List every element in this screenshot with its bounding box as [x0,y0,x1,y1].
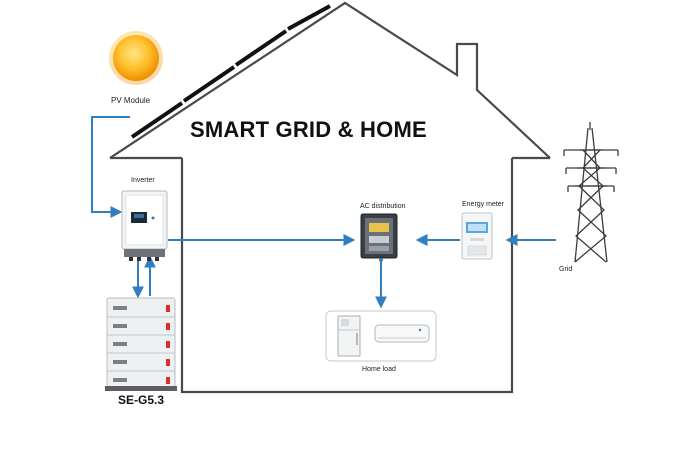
inverter-label: Inverter [131,177,155,184]
pv-to-inverter-line [91,116,130,218]
home-load-label: Home load [362,366,396,373]
flow-lines [91,116,556,309]
grid-label: Grid [559,266,573,273]
ac-distribution-box-icon [360,213,398,262]
energy-meter-label: Energy meter [462,201,505,208]
battery-stack-icon [105,297,177,391]
diagram-title: SMART GRID & HOME [190,117,427,142]
solar-panel-icon [130,4,331,139]
inverter-icon [121,190,168,261]
house-outline [109,1,551,394]
refrigerator-icon [337,315,361,357]
air-conditioner-icon [374,324,430,343]
sun-icon [109,31,163,85]
pv-module-label: PV Module [111,96,151,105]
transmission-tower-icon [563,122,619,263]
energy-meter-icon [461,212,493,260]
ac-distribution-label: AC distribution [360,203,406,210]
battery-model-label: SE-G5.3 [118,393,165,407]
